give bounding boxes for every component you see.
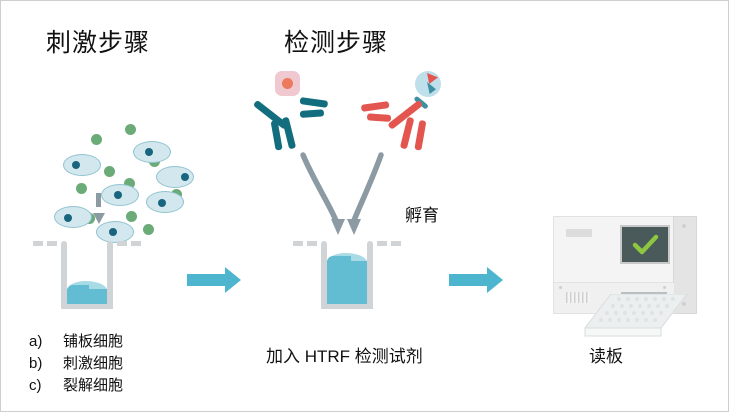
step-label: 刺激细胞 xyxy=(63,355,124,372)
ligand-dot xyxy=(124,178,135,189)
cell xyxy=(101,184,139,206)
detection-step-title: 检测步骤 xyxy=(284,29,389,57)
step-label: 裂解细胞 xyxy=(63,377,124,394)
stimulation-down-arrow-icon xyxy=(89,193,109,235)
cell-nucleus xyxy=(158,199,166,207)
transfer-arrow-1-icon xyxy=(187,267,245,293)
transfer-arrow-2-icon xyxy=(449,267,507,293)
cell xyxy=(63,154,101,176)
step-marker: c) xyxy=(29,377,42,394)
check-mark-icon xyxy=(632,234,659,255)
read-plate-caption: 读板 xyxy=(589,347,623,366)
donor-label-circle xyxy=(415,71,441,97)
acceptor-dot xyxy=(282,78,293,89)
donor-antibody-icon xyxy=(360,71,461,151)
cell xyxy=(96,221,134,243)
ligand-dot xyxy=(126,211,137,222)
cell-nucleus xyxy=(64,214,72,222)
acceptor-label-square xyxy=(275,71,300,96)
cell xyxy=(146,191,184,213)
cell-cluster-illustration xyxy=(21,56,201,243)
curved-down-arrow-left-icon xyxy=(300,152,340,226)
add-reagent-caption: 加入 HTRF 检测试剂 xyxy=(266,347,423,366)
cell-nucleus xyxy=(145,148,153,156)
ligand-dot xyxy=(104,166,115,177)
cell-nucleus xyxy=(181,173,189,181)
reagent-addition-arrows xyxy=(300,152,384,235)
cell-nucleus xyxy=(114,191,122,199)
curved-down-arrow-right-icon xyxy=(350,152,384,226)
step-list-item: c) 裂解细胞 xyxy=(29,375,123,397)
acceptor-antibody-icon xyxy=(252,71,335,151)
step-label: 铺板细胞 xyxy=(63,333,124,350)
reader-indicator-bar xyxy=(566,229,592,237)
stimulation-step-title: 刺激步骤 xyxy=(46,29,151,57)
cell-nucleus xyxy=(72,161,80,169)
microplate-icon xyxy=(583,294,688,337)
stimulation-step-list: a) 铺板细胞 b) 刺激细胞 c) 裂解细胞 xyxy=(29,331,123,397)
ligand-dot xyxy=(91,134,102,145)
incubate-caption: 孵育 xyxy=(405,206,439,225)
plate-reader-illustration xyxy=(549,216,707,341)
step-list-item: a) 铺板细胞 xyxy=(29,331,123,353)
step-marker: a) xyxy=(29,333,43,350)
step-list-item: b) 刺激细胞 xyxy=(29,353,123,375)
ligand-dot xyxy=(76,183,87,194)
cell xyxy=(54,206,92,228)
cell xyxy=(156,166,194,188)
cell xyxy=(133,141,171,163)
reader-screen xyxy=(620,225,670,264)
reader-vent xyxy=(566,292,590,303)
ligand-dot xyxy=(125,124,136,135)
ligand-dot xyxy=(143,224,154,235)
cell-nucleus xyxy=(109,228,117,236)
assay-well-1 xyxy=(33,237,141,309)
assay-well-2 xyxy=(293,237,401,309)
step-marker: b) xyxy=(29,355,43,372)
